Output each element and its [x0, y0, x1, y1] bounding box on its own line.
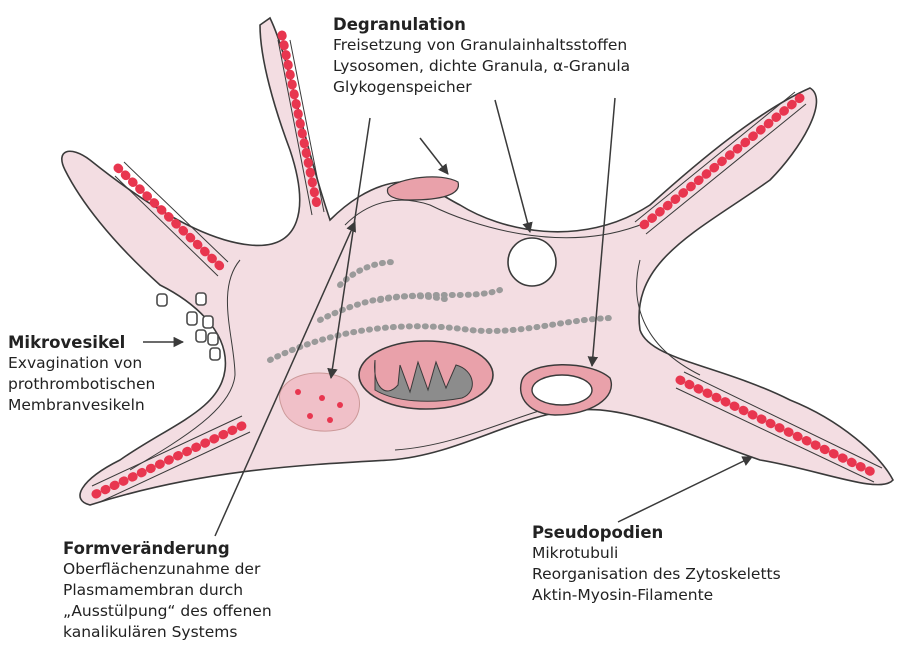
label-pseudopodien: Pseudopodien Mikrotubuli Reorganisation …	[532, 522, 781, 606]
mikrovesikel-line: Exvagination von	[8, 353, 155, 374]
dense-granule	[508, 238, 556, 286]
mikrovesikel-line: Membranvesikeln	[8, 395, 155, 416]
formveraenderung-line: „Ausstülpung“ des offenen	[63, 601, 272, 622]
formveraenderung-line: Plasmamembran durch	[63, 580, 272, 601]
degranulation-line: Lysosomen, dichte Granula, α-Granula	[333, 56, 630, 77]
pseudopodien-line: Aktin-Myosin-Filamente	[532, 585, 781, 606]
pseudopodien-line: Mikrotubuli	[532, 543, 781, 564]
degranulation-line: Freisetzung von Granulainhaltsstoffen	[333, 35, 630, 56]
degranulation-title: Degranulation	[333, 14, 630, 35]
formveraenderung-title: Formveränderung	[63, 538, 272, 559]
degranulation-line: Glykogenspeicher	[333, 77, 630, 98]
mikrovesikel-line: prothrombotischen	[8, 374, 155, 395]
pseudopodien-title: Pseudopodien	[532, 522, 781, 543]
mikrovesikel-title: Mikrovesikel	[8, 332, 155, 353]
label-formveraenderung: Formveränderung Oberflächenzunahme der P…	[63, 538, 272, 643]
label-mikrovesikel: Mikrovesikel Exvagination von prothrombo…	[8, 332, 155, 416]
granule-upper	[387, 177, 458, 200]
formveraenderung-line: kanalikulären Systems	[63, 622, 272, 643]
label-degranulation: Degranulation Freisetzung von Granulainh…	[333, 14, 630, 98]
alpha-granule-core	[532, 375, 592, 405]
pseudopodien-line: Reorganisation des Zytoskeletts	[532, 564, 781, 585]
formveraenderung-line: Oberflächenzunahme der	[63, 559, 272, 580]
